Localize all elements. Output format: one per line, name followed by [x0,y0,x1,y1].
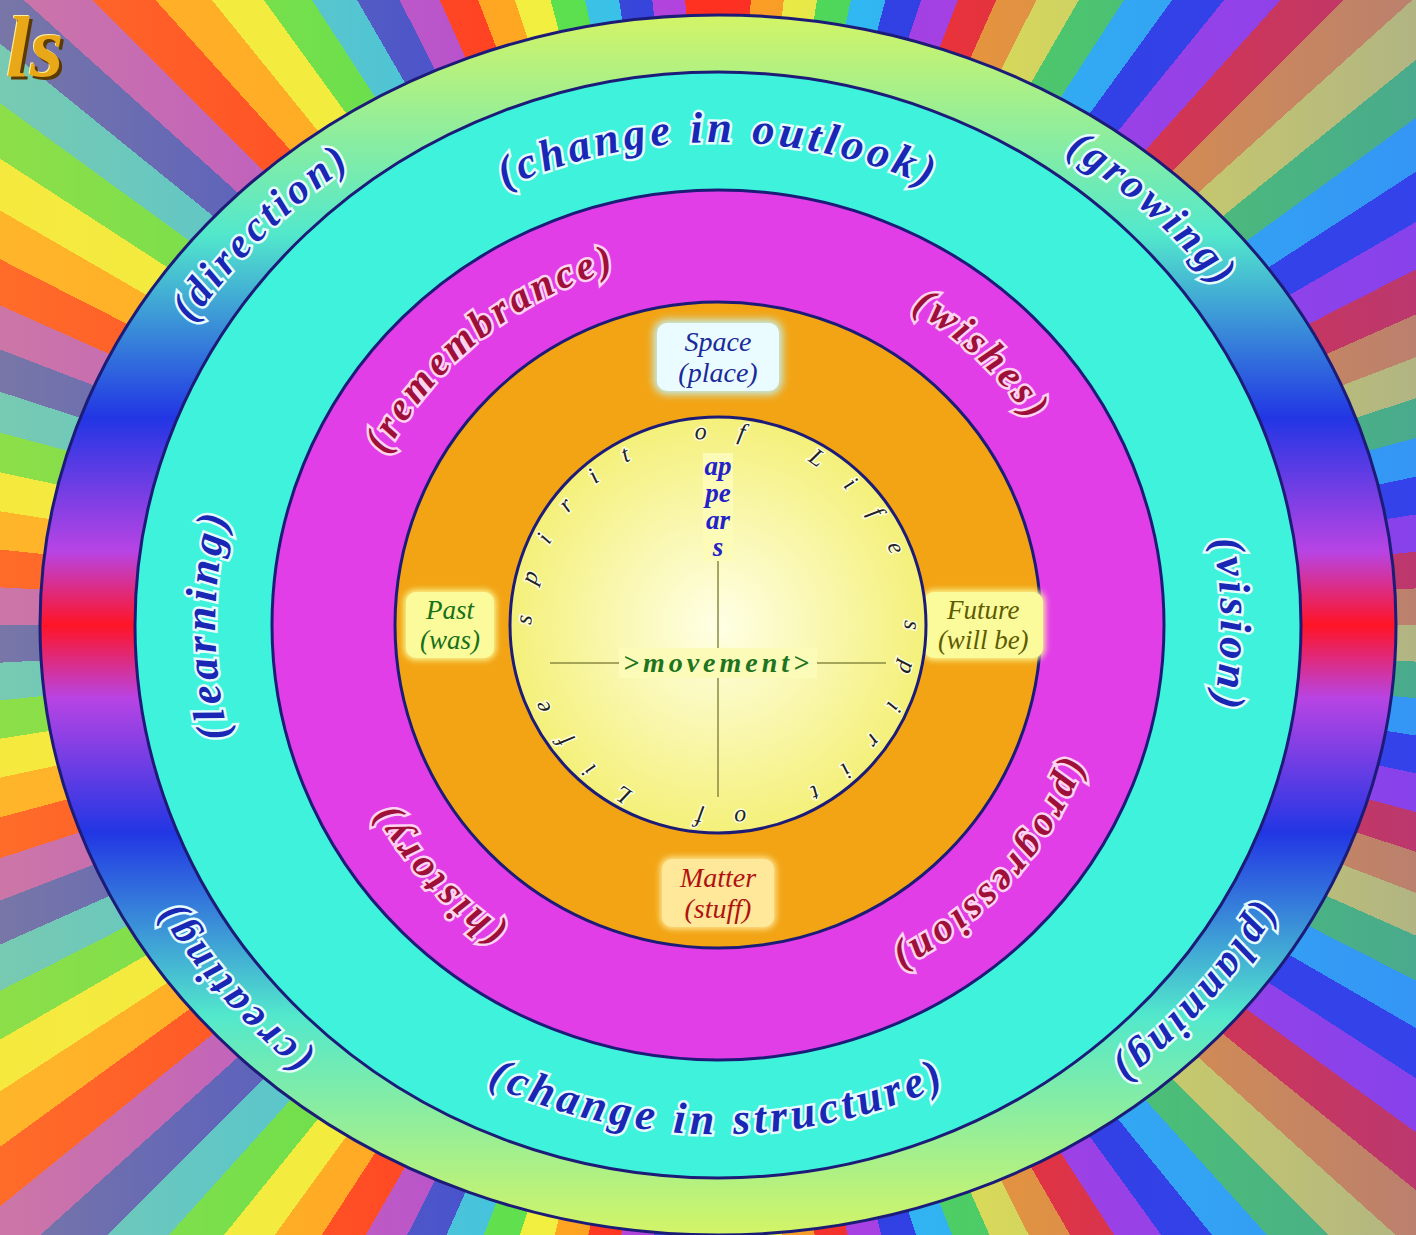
label-slot: Past (was) [406,592,494,658]
curved-ring-label-path: (change in structure) [483,1048,953,1145]
corner-title-fragment: ls [6,4,63,90]
circular-inner-label-path: spirit of Life spirit of Life [510,418,926,833]
appears-vertical-word: appears [703,453,733,561]
outer-ring-band-fill [40,15,1396,1235]
label-slot: Space (place) [657,323,779,392]
curved-ring-label-path: (learning) [176,504,239,746]
label-slot: >movement> [619,648,817,679]
orange-ring-band: Space (place) Past (was) Future (will be) M… [393,300,1043,950]
curved-ring-label: (vision) [1203,533,1260,717]
cyan-ring-band: (change in outlook) (learning) (vision) (ch… [133,70,1303,1180]
cyan-ring-band-fill [135,72,1301,1178]
label-slot: ls [6,4,63,90]
label-slot: Future (will be) [924,592,1044,658]
yellow-core-circle-fill [510,417,926,833]
magenta-ring-band-fill [272,190,1164,1060]
curved-ring-label: (change in structure) [483,1048,953,1145]
magenta-ring-band: (remembrance)(wishes)(history)(progressi… [270,188,1166,1062]
label-slot: appears [703,453,733,561]
past-label: Past (was) [406,592,494,658]
circular-inner-label: spirit of Life spirit of Life [510,418,926,833]
future-label: Future (will be) [924,592,1044,658]
curved-ring-label-path: (change in outlook) [489,103,947,197]
curved-ring-label-path: (vision) [1203,533,1260,717]
movement-arrow-word: >movement> [619,648,817,679]
curved-ring-label: (change in outlook) [489,103,947,197]
curved-ring-label: (learning) [176,504,239,746]
outer-ring-band: (direction)(growing)(creating)(planning)… [38,13,1398,1235]
yellow-core-circle: spirit of Life spirit of Lifeappears >mov… [508,415,928,835]
label-slot: Matter (stuff) [662,859,774,928]
matter-label: Matter (stuff) [662,859,774,928]
space-label: Space (place) [657,323,779,392]
